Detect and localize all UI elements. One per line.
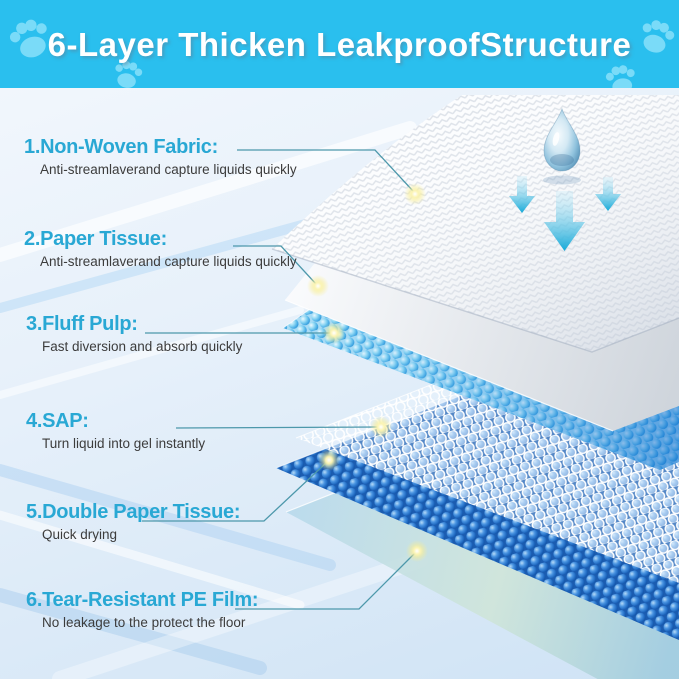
layer-marker-dot (370, 416, 392, 438)
drop-shadow (543, 175, 581, 185)
layer-marker-dot (406, 540, 428, 562)
layer-description: Turn liquid into gel instantly (42, 436, 206, 451)
layer-label-5: 5.Double Paper Tissue: Quick drying (26, 501, 241, 542)
layer-heading: 2.Paper Tissue: (24, 228, 167, 250)
background-streaks (0, 121, 525, 679)
layer-heading: 5.Double Paper Tissue: (26, 501, 241, 523)
layer-description: Anti-streamlaverand capture liquids quic… (40, 254, 297, 269)
leader-line-2 (233, 245, 317, 285)
layer-description: Quick drying (42, 527, 118, 542)
layer-heading: 4.SAP: (26, 410, 89, 432)
layer-description: Fast diversion and absorb quickly (42, 339, 243, 354)
layer-heading: 1.Non-Woven Fabric: (24, 136, 218, 158)
layer-marker-dot (307, 275, 329, 297)
header-banner: 6-Layer Thicken LeakproofStructure (0, 0, 679, 88)
leader-line-1 (237, 149, 414, 192)
leader-line-6 (235, 552, 416, 610)
layer-marker-dot (318, 449, 340, 471)
leader-line-5 (142, 461, 328, 522)
water-drop-icon (543, 107, 581, 172)
layer-description: Anti-streamlaverand capture liquids quic… (40, 162, 297, 177)
layer-label-1: 1.Non-Woven Fabric: Anti-streamlaverand … (24, 136, 297, 177)
layer-marker-dot (323, 322, 345, 344)
layer-label-4: 4.SAP: Turn liquid into gel instantly (26, 410, 205, 451)
layer-label-2: 2.Paper Tissue: Anti-streamlaverand capt… (24, 228, 297, 269)
layer-label-6: 6.Tear-Resistant PE Film: No leakage to … (26, 589, 259, 630)
leader-lines (142, 149, 416, 610)
layer-marker-dot (404, 183, 426, 205)
layer-heading: 6.Tear-Resistant PE Film: (26, 589, 259, 611)
layer-heading: 3.Fluff Pulp: (26, 313, 138, 335)
leader-line-4 (175, 426, 380, 429)
page-title: 6-Layer Thicken LeakproofStructure (47, 26, 632, 63)
layer-description: No leakage to the protect the floor (42, 615, 246, 630)
down-arrow-icon (509, 176, 621, 251)
layer-label-3: 3.Fluff Pulp: Fast diversion and absorb … (26, 313, 242, 354)
layer-marker-dots (307, 183, 428, 562)
